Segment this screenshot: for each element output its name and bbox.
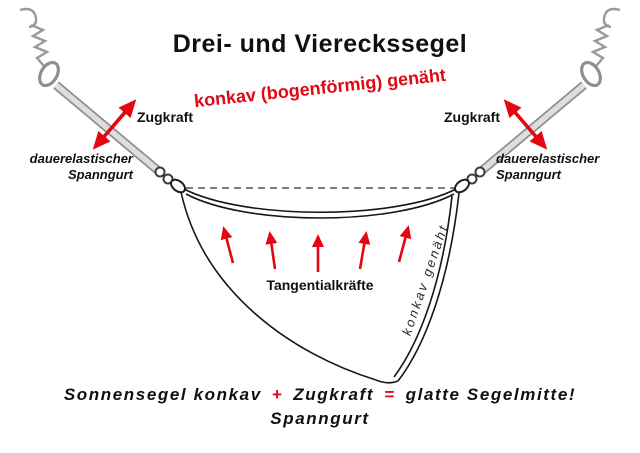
left-sail-corner-loop [169,178,187,194]
sail-outline [180,188,460,384]
sail-right-seam [393,195,453,378]
left-ring-icon [162,173,174,185]
caption-part3: glatte Segelmitte! [405,385,577,404]
tangential-arrow-2 [265,231,278,270]
page-title: Drei- und Viereckssegel [172,30,468,58]
zugkraft-arrows [92,99,548,150]
caption-part2: Zugkraft [293,385,375,404]
sail-top-seam [185,193,455,219]
sail-bottom-tip [375,379,399,384]
zugkraft-label-left: Zugkraft [137,109,193,125]
zugkraft-arrow-left [92,99,137,150]
spanngurt-label-right: dauerelastischer Spanngurt [496,151,640,182]
tangential-arrow-1 [220,226,235,264]
right-sail-corner-loop [453,178,471,194]
carabiner-icon [580,60,602,88]
tangential-label: Tangentialkräfte [266,277,374,293]
sail-left-edge [180,191,377,381]
caption-plus: + [271,385,284,404]
caption-part1: Sonnensegel konkav [63,385,262,404]
tangential-arrows [220,225,412,272]
tangential-arrow-4 [358,231,371,270]
spanngurt-right-line2: Spanngurt [496,166,561,182]
bottom-caption-line1: Sonnensegel konkav + Zugkraft = glatte Segel… [0,385,640,405]
sail-top-edge [183,188,457,213]
tangential-arrow-5 [397,225,412,263]
spanngurt-left-line2: Spanngurt [68,166,133,182]
sail-right-edge [397,192,460,382]
right-ring-icon [466,173,478,185]
zugkraft-arrow-right [503,99,548,150]
hook-icon [602,7,621,29]
spanngurt-left-line1: dauerelastischer [29,151,133,166]
carabiner-icon [38,60,60,88]
caption-equals: = [384,385,396,404]
hook-icon [19,7,38,29]
spanngurt-label-left: dauerelastischer Spanngurt [2,151,133,182]
spring-icon [590,23,610,67]
spanngurt-right-line1: dauerelastischer [496,151,600,166]
bottom-caption-line2: Spanngurt [270,409,370,428]
zugkraft-label-right: Zugkraft [444,109,500,125]
right-ring-icon [474,166,486,178]
spring-icon [30,23,50,67]
left-ring-icon [154,166,166,178]
